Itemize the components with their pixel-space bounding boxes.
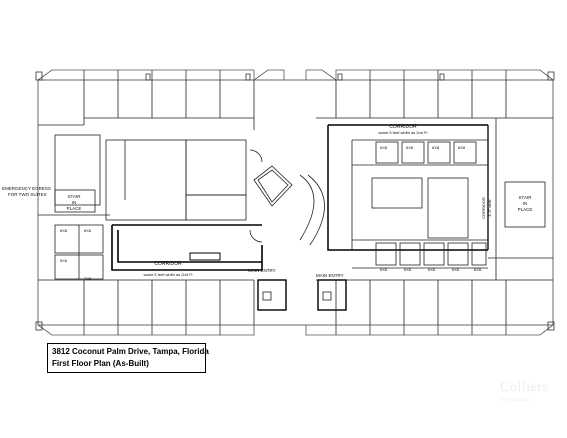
main-entry-right: MAIN ENTRY xyxy=(316,273,344,278)
logo-wordmark: Colliers xyxy=(500,380,549,395)
top-offices xyxy=(38,80,553,130)
bottom-window-bays xyxy=(37,324,554,336)
tag-tx6: TX6 xyxy=(84,276,92,281)
cubicle-top-label: 6X8 xyxy=(406,145,414,150)
cubicle-top-label: 6X8 xyxy=(380,145,388,150)
stair-right-line2: IN xyxy=(523,201,528,206)
stair-right-line3: PLACE xyxy=(518,207,533,212)
emergency-line1: EMERGENCY EGRESS xyxy=(2,186,51,191)
column-markers xyxy=(35,71,555,331)
cubicle-bottom-label: 6X8 xyxy=(452,267,460,272)
right-suite xyxy=(327,118,553,280)
corridor-left-label: CORRIDOR xyxy=(154,261,182,267)
stair-left-line1: STAIR xyxy=(68,194,82,199)
stair-left xyxy=(54,189,96,213)
cubicle-top-label: 6X8 xyxy=(432,145,440,150)
corridor-right-label: CORRIDOR xyxy=(389,124,417,130)
tag-6x6: 6X6 xyxy=(84,228,92,233)
corridor-right-note: same 5 feet width as 2nd Fl xyxy=(379,130,428,135)
cubicle-bottom-label: 6X8 xyxy=(428,267,436,272)
title-block: 3812 Coconut Palm Drive, Tampa, Florida … xyxy=(47,343,209,373)
stair-right-line1: STAIR xyxy=(519,195,533,200)
cubicle-bottom-label: 6X8 xyxy=(474,267,482,272)
cubicle-top-label: 6X8 xyxy=(458,145,466,150)
corridor-vertical-label: CORRIDOR xyxy=(481,197,486,219)
lobby-core xyxy=(253,165,347,311)
emergency-line2: FOR TWO SUITES xyxy=(8,192,47,197)
bottom-offices xyxy=(38,279,553,325)
main-entry-left: MAIN ENTRY xyxy=(248,268,276,273)
cubicles-bottom xyxy=(352,242,488,269)
tag-5x6: 5X6 xyxy=(60,258,68,263)
address-title: 3812 Coconut Palm Drive, Tampa, Florida xyxy=(52,347,209,356)
building-outline xyxy=(37,79,554,326)
logo-subtext: INTERNATIONAL xyxy=(500,397,532,402)
stair-left-line3: PLACE xyxy=(67,206,82,211)
cubicle-bottom-label: 6X8 xyxy=(380,267,388,272)
top-window-bays xyxy=(37,69,554,81)
tag-6x8: 6X8 xyxy=(60,228,68,233)
cubicles-top xyxy=(375,141,477,164)
plan-subtitle: First Floor Plan (As-Built) xyxy=(52,359,149,368)
colliers-logo: Colliers INTERNATIONAL xyxy=(497,376,549,406)
left-corridor xyxy=(111,224,263,271)
stair-left-line2: IN xyxy=(72,200,77,205)
corridor-vertical-note: 4'-6" wide xyxy=(487,199,492,217)
cubicle-bottom-label: 6X8 xyxy=(404,267,412,272)
left-interior xyxy=(38,134,263,280)
corridor-left-note: same 5 feet width as 2nd Fl xyxy=(144,272,193,277)
